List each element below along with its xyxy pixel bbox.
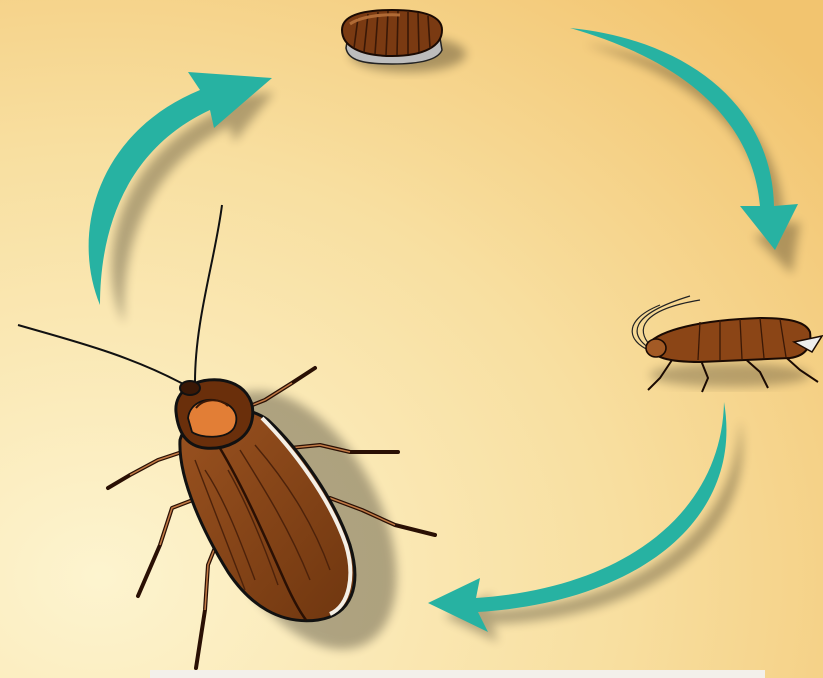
caption-strip [150, 670, 765, 678]
